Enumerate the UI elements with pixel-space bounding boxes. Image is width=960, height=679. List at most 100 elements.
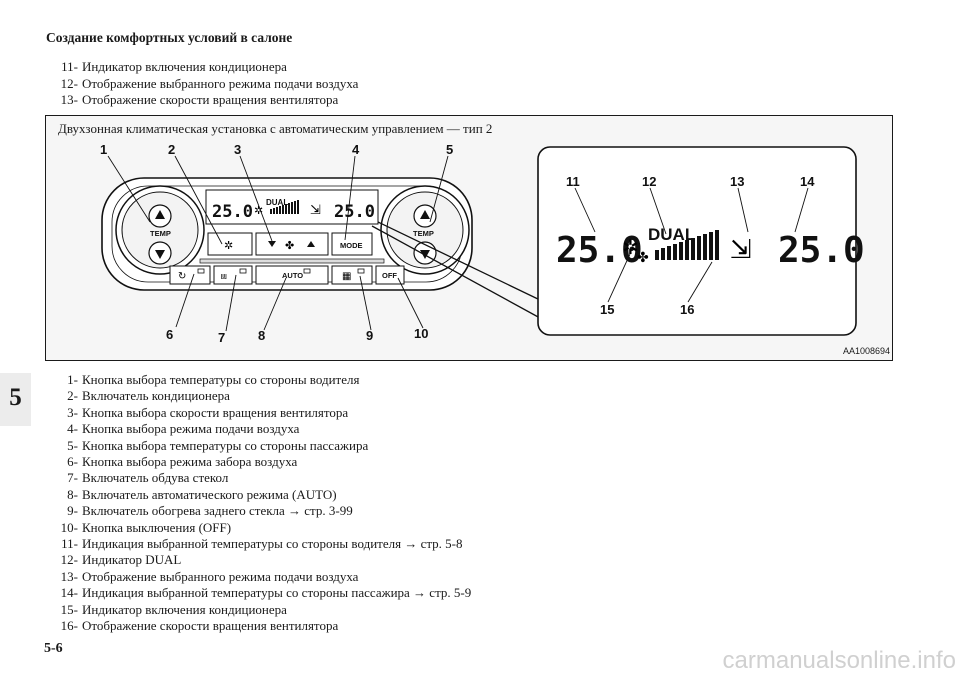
callout-3: 3 — [234, 142, 241, 157]
auto-label: AUTO — [282, 271, 303, 280]
chapter-tab: 5 — [0, 373, 31, 426]
callout-8: 8 — [258, 328, 265, 343]
item-number: 15- — [60, 601, 78, 617]
fan-icon: ✤ — [285, 239, 294, 252]
list-item: 8-Включатель автоматического режима (AUT… — [48, 487, 471, 503]
item-number: 16- — [60, 618, 78, 634]
list-item: 15-Индикатор включения кондиционера — [48, 602, 471, 618]
temp-label-passenger: TEMP — [413, 229, 434, 238]
list-item: 4-Кнопка выбора режима подачи воздуха — [48, 421, 471, 437]
callout-9: 9 — [366, 328, 373, 343]
auto-indicator-led — [303, 268, 311, 274]
item-number: 4- — [67, 421, 78, 437]
callout-15: 15 — [600, 302, 614, 317]
item-number: 11- — [61, 536, 78, 552]
item-text: Отображение выбранного режима подачи воз… — [82, 568, 359, 584]
item-number: 5- — [67, 437, 78, 453]
item-number: 1- — [67, 372, 78, 387]
page-number: 5-6 — [44, 641, 63, 656]
recirculation-icon: ↻ — [178, 271, 186, 282]
callout-11: 11 — [566, 174, 580, 189]
item-text: Включатель обогрева заднего стекла → стр… — [82, 503, 353, 519]
off-button[interactable] — [375, 265, 405, 285]
ac-snowflake-icon-small: ✲ — [254, 204, 263, 217]
fan-down-arrow-icon — [268, 241, 276, 247]
list-item: 16-Отображение скорости вращения вентиля… — [48, 618, 471, 634]
callout-5: 5 — [446, 142, 453, 157]
callout-7: 7 — [218, 330, 225, 345]
callout-2: 2 — [168, 142, 175, 157]
list-item: 13- Отображение скорости вращения вентиля… — [48, 92, 358, 109]
item-number: 7- — [67, 470, 78, 486]
driver-temp-knob[interactable]: TEMP — [115, 185, 205, 275]
item-text: Индикация выбранной температуры со сторо… — [82, 536, 463, 552]
item-number: 12- — [60, 552, 78, 568]
list-item: 10-Кнопка выключения (OFF) — [48, 520, 471, 536]
list-item: 6-Кнопка выбора режима забора воздуха — [48, 454, 471, 470]
passenger-temp-readout-large: 25.0 — [778, 230, 865, 271]
mode-button[interactable] — [331, 232, 373, 256]
callout-10: 10 — [414, 326, 428, 341]
item-number: 14- — [60, 585, 78, 601]
zoom-line — [377, 221, 541, 301]
callout-6: 6 — [166, 327, 173, 342]
list-item: 13-Отображение выбранного режима подачи … — [48, 569, 471, 585]
fan-icon-large: ✤ — [637, 250, 649, 266]
mode-label: MODE — [340, 241, 363, 250]
item-text: Индикатор DUAL — [82, 552, 182, 568]
list-item: 2-Включатель кондиционера — [48, 388, 471, 404]
watermark[interactable]: carmanualsonline.info — [722, 647, 956, 674]
item-text: Отображение скорости вращения вентилятор… — [82, 92, 339, 107]
passenger-temp-knob[interactable]: TEMP — [380, 185, 470, 275]
item-text: Индикация выбранной температуры со сторо… — [82, 585, 472, 601]
list-item: 5-Кнопка выбора температуры со стороны п… — [48, 438, 471, 454]
windshield-defrost-icon: ⩏ — [221, 271, 227, 282]
item-text: Кнопка выбора температуры со стороны вод… — [82, 372, 360, 387]
rear-window-heater-icon: ▦ — [342, 271, 351, 282]
list-item: 11-Индикация выбранной температуры со ст… — [48, 536, 471, 552]
driver-temp-readout-small: 25.0 — [212, 202, 253, 222]
list-item: 1- Кнопка выбора температуры со стороны в… — [48, 372, 471, 388]
driver-temp-readout-large: 25.0 — [556, 230, 643, 271]
figure-caption: Двухзонная климатическая установка с авт… — [58, 121, 493, 136]
callout-14: 14 — [800, 174, 815, 189]
dual-indicator-small: DUAL — [266, 198, 288, 207]
item-text: Отображение скорости вращения вентилятор… — [82, 618, 339, 634]
callout-4: 4 — [352, 142, 360, 157]
airflow-mode-icon-small: ⇲ — [310, 203, 321, 218]
item-text: Кнопка выбора режима подачи воздуха — [82, 421, 300, 437]
zoom-line — [371, 225, 541, 319]
item-number: 2- — [67, 388, 78, 404]
item-number: 9- — [67, 503, 78, 519]
item-text: Кнопка выбора скорости вращения вентилят… — [82, 404, 349, 420]
list-item: 11-Индикатор включения кондиционера — [48, 59, 358, 76]
item-number: 6- — [67, 454, 78, 470]
fan-speed-bars-small — [270, 200, 299, 214]
fan-up-arrow-icon — [307, 241, 315, 247]
off-label: OFF — [382, 271, 397, 280]
list-item: 9-Включатель обогрева заднего стекла → с… — [48, 503, 471, 519]
item-text: Включатель автоматического режима (AUTO) — [82, 486, 337, 502]
airflow-mode-icon-large: ⇲ — [730, 235, 752, 265]
panel-divider-strip — [199, 258, 385, 264]
item-text: Включатель обдува стекол — [82, 470, 229, 486]
fan-speed-button[interactable] — [255, 232, 329, 256]
passenger-temp-readout-small: 25.0 — [334, 202, 375, 222]
item-number: 12- — [60, 75, 78, 91]
item-number: 8- — [67, 486, 78, 502]
item-number: 13- — [60, 92, 78, 107]
item-text: Кнопка выключения (OFF) — [82, 519, 232, 535]
rear-defogger-indicator-led — [357, 268, 365, 274]
item-number: 3- — [67, 404, 78, 420]
callout-1: 1 — [100, 142, 107, 157]
callout-leaders — [107, 155, 809, 332]
figure-code: AA1008694 — [842, 346, 890, 356]
list-item: 3-Кнопка выбора скорости вращения вентил… — [48, 405, 471, 421]
rear-defogger-button[interactable] — [331, 265, 373, 285]
list-item: 14-Индикация выбранной температуры со ст… — [48, 585, 472, 601]
snowflake-icon: ✲ — [224, 239, 233, 252]
item-text: Индикатор включения кондиционера — [82, 601, 287, 617]
item-number: 11- — [61, 59, 78, 74]
section-title: Создание комфортных условий в салоне — [46, 30, 293, 45]
